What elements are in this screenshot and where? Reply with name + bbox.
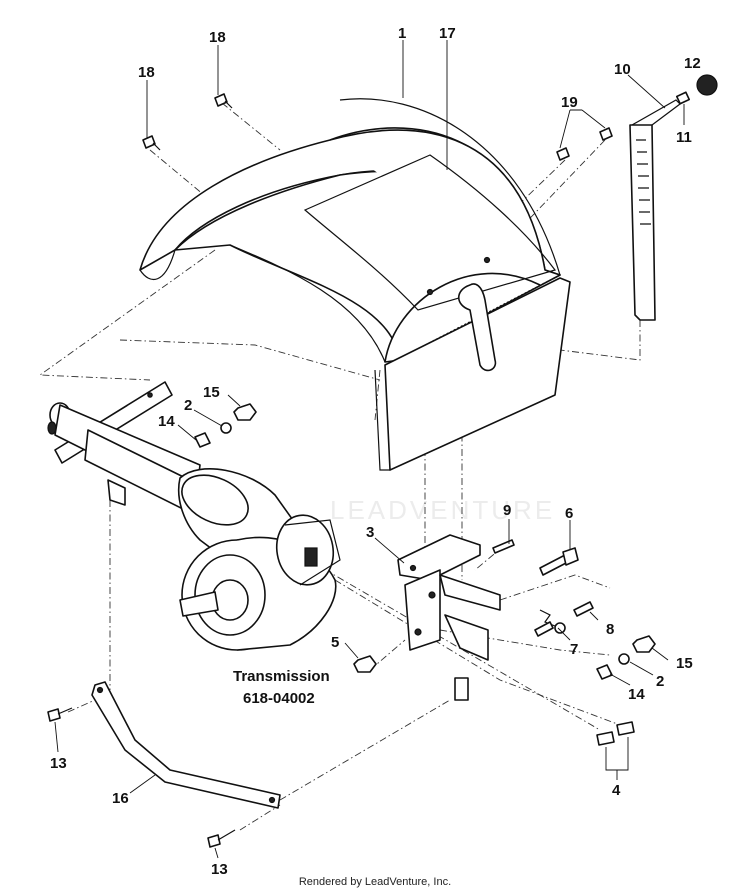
callout-3: 3 xyxy=(366,524,374,541)
callout-16: 16 xyxy=(112,790,129,807)
brace-bar xyxy=(91,681,281,809)
callout-13-bottom: 13 xyxy=(211,861,228,878)
callout-14-left: 14 xyxy=(158,413,175,430)
callout-15-right: 15 xyxy=(676,655,693,672)
tine-shield xyxy=(139,98,561,363)
callout-13-left: 13 xyxy=(50,755,67,772)
callout-1: 1 xyxy=(398,25,406,42)
hitch-bracket xyxy=(397,534,501,701)
transmission-title: Transmission xyxy=(233,668,330,685)
callout-14-right: 14 xyxy=(628,686,645,703)
callout-4: 4 xyxy=(612,782,621,799)
callout-18-left: 18 xyxy=(138,64,155,81)
callout-7: 7 xyxy=(570,641,578,658)
callout-15-left: 15 xyxy=(203,384,220,401)
transmission-part-number: 618-04002 xyxy=(243,690,315,707)
flap-deflector xyxy=(374,277,571,471)
callout-labels: 1 17 18 18 19 10 12 11 15 2 14 3 9 6 8 7… xyxy=(50,25,701,878)
callout-10: 10 xyxy=(614,61,631,78)
callout-11: 11 xyxy=(676,129,692,146)
transmission-label: Transmission 618-04002 xyxy=(233,668,330,707)
callout-18-top: 18 xyxy=(209,29,226,46)
callout-9: 9 xyxy=(503,502,511,519)
callout-2-right: 2 xyxy=(656,673,664,690)
footer-credit: Rendered by LeadVenture, Inc. xyxy=(298,876,452,888)
depth-bar xyxy=(629,74,718,321)
callout-6: 6 xyxy=(565,505,573,522)
callout-8: 8 xyxy=(606,621,614,638)
callout-2-left: 2 xyxy=(184,397,192,414)
callout-19: 19 xyxy=(561,94,578,111)
callout-17: 17 xyxy=(439,25,456,42)
callout-5: 5 xyxy=(331,634,339,651)
hardware xyxy=(47,403,656,848)
watermark-text: LEADVENTURE xyxy=(330,495,556,525)
transmission-assembly xyxy=(47,381,341,651)
callout-12: 12 xyxy=(684,55,701,72)
leader-lines xyxy=(54,40,685,859)
shield-bolts xyxy=(142,93,613,161)
